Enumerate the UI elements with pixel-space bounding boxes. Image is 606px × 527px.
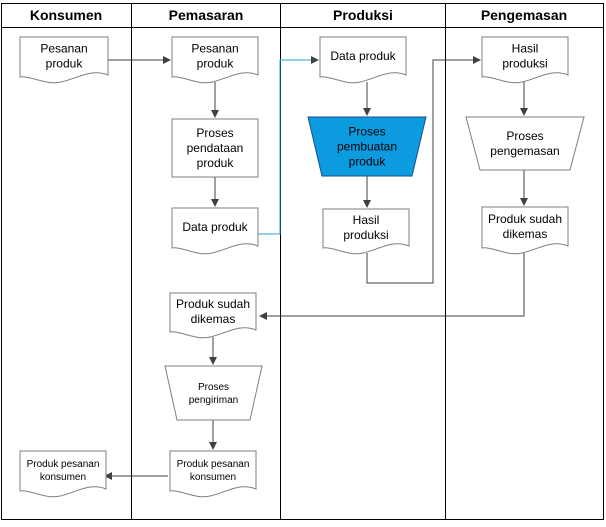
node-label-line: Produk pesanan [177,459,250,470]
document-shape [169,450,257,498]
connector-dikemas-to-pemasaran [259,253,525,320]
lane-title-pemasaran: Pemasaran [169,7,244,23]
lane-title-konsumen: Konsumen [30,7,102,23]
connector-hasil-to-pengemasan [366,56,481,284]
node-label-line: produk [197,156,235,170]
document-shape [319,36,407,84]
node-label-line: Produk pesanan [27,459,100,470]
node-label-line: produksi [343,228,388,242]
document-shape [481,206,569,255]
node-label-line: produk [46,57,84,71]
manual-shape [465,116,585,171]
node-label-line: konsumen [40,472,86,483]
node-label-line: pembuatan [337,140,397,154]
node-p-proses-pengiriman: Proses pengiriman [164,365,263,421]
node-p-data-produk: Data produk [171,207,259,255]
connectors [104,56,528,480]
node-label-line: produk [349,155,387,169]
document-shape [171,36,259,84]
node-label-line: Data produk [182,220,248,234]
node-label-line: dikemas [503,227,548,241]
lane-grid [1,3,604,520]
node-k-produk-pesanan: Produk pesanan konsumen [19,450,107,498]
document-shape [19,36,109,84]
document-shape [169,292,257,339]
lane-title-produksi: Produksi [333,7,393,23]
node-label-line: Proses [348,125,385,139]
node-label-line: Pesanan [40,42,87,56]
node-label-line: Produk sudah [488,212,562,226]
nodes: PesananprodukPesananprodukProsespendataa… [19,36,585,498]
node-label-line: Hasil [353,213,380,227]
document-shape [481,36,569,84]
node-p-produk-pesanan: Produk pesanan konsumen [169,450,257,498]
node-label-line: pengemasan [490,144,559,158]
node-pr-data-produk: Data produk [319,36,407,84]
node-label-line: produk [197,57,235,71]
node-label-line: Hasil [512,42,539,56]
node-label-line: Data produk [330,49,396,63]
node-label-line: dikemas [191,312,236,326]
node-label-line: pendataan [187,141,244,155]
node-label-line: Proses [506,129,543,143]
node-label-line: Proses [196,126,233,140]
manual-shape [307,116,427,177]
node-label-line: konsumen [190,472,236,483]
node-label-line: produksi [502,57,547,71]
node-label-line: Pesanan [191,42,238,56]
node-label-line: Proses [198,382,229,393]
document-shape [19,450,107,498]
lane-titles: Konsumen Pemasaran Produksi Pengemasan [30,7,567,23]
lane-title-pengemasan: Pengemasan [481,7,567,23]
document-shape [322,208,410,255]
process-shape [171,118,259,178]
document-shape [171,207,259,255]
node-label-line: pengiriman [189,395,238,406]
manual-shape [164,365,263,421]
node-label-line: Produk sudah [176,297,250,311]
connector-data-to-produksi [258,56,319,235]
